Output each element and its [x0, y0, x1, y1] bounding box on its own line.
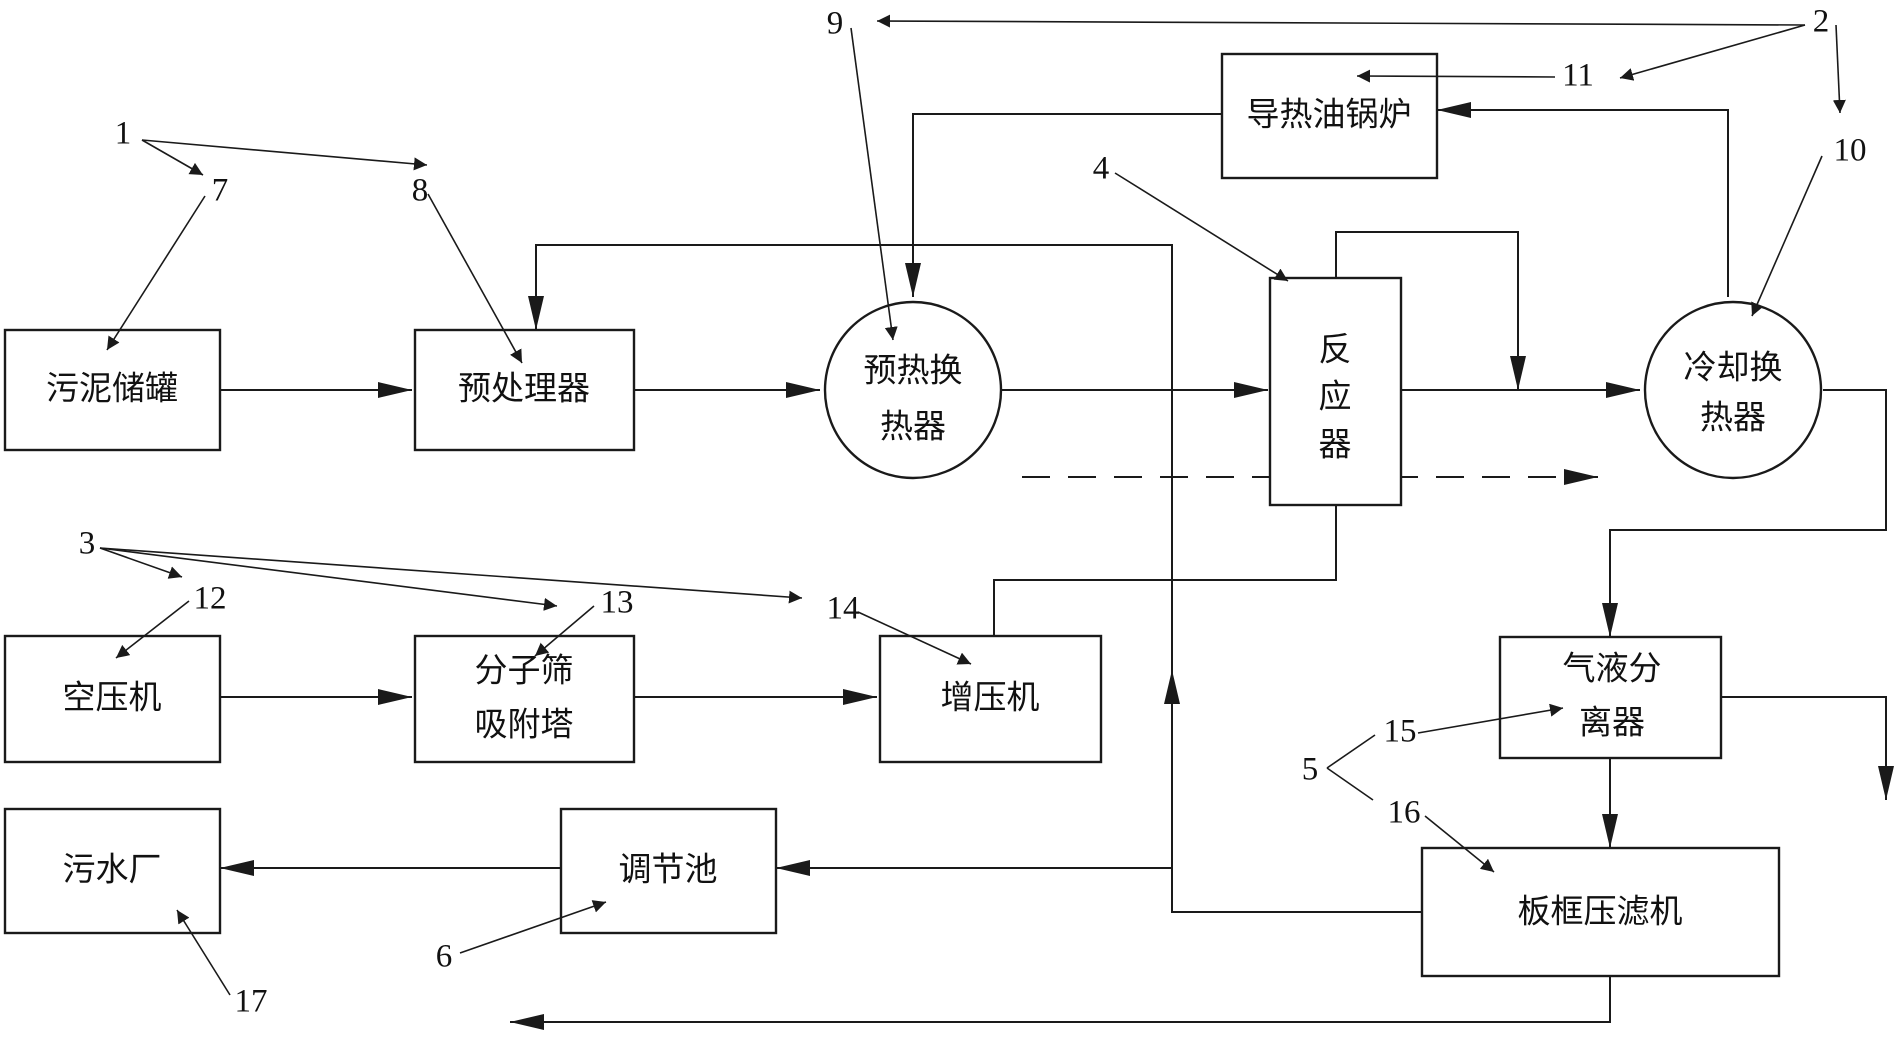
- ref-number-1: 1: [115, 116, 132, 152]
- plate-frame-filter-press: 板框压滤机: [1420, 846, 1781, 978]
- booster-compressor: 增压机: [878, 634, 1103, 764]
- wastewater-plant: 污水厂: [3, 807, 222, 935]
- pretreater: 预处理器: [413, 328, 636, 452]
- preheat-exchanger: 预热换 热器: [823, 300, 1003, 480]
- flow-cooler-to-boiler: [1437, 102, 1729, 297]
- ref-number-9: 9: [827, 6, 844, 42]
- ref-number-15: 15: [1384, 714, 1417, 750]
- cooling-exchanger: 冷却换 热器: [1643, 300, 1823, 480]
- flow-boiler-to-preheater: [905, 113, 1222, 297]
- ref-number-17: 17: [235, 984, 268, 1020]
- sludge-tank: 污泥储罐: [3, 328, 222, 452]
- molecular-sieve-tower: 分子筛 吸附塔: [413, 634, 636, 764]
- regulating-tank-label: 调节池: [619, 850, 718, 889]
- ref-number-11: 11: [1562, 58, 1594, 94]
- cooling-exchanger-label-1: 冷却换: [1684, 348, 1783, 387]
- ref-number-14: 14: [827, 591, 860, 627]
- preheat-exchanger-label-1: 预热换: [864, 351, 963, 390]
- heat-oil-boiler-label: 导热油锅炉: [1247, 95, 1412, 134]
- sludge-tank-label: 污泥储罐: [46, 369, 178, 408]
- flow-press-filtrate-up: [1164, 670, 1422, 913]
- ref-number-5: 5: [1302, 752, 1319, 788]
- filter-press-label: 板框压滤机: [1518, 892, 1683, 931]
- pretreater-label: 预处理器: [458, 369, 590, 408]
- separator-label-2: 离器: [1579, 703, 1645, 742]
- ref-number-8: 8: [412, 173, 429, 209]
- molecular-sieve-label-1: 分子筛: [475, 651, 574, 690]
- ref-number-2: 2: [1813, 4, 1830, 40]
- reference-numbers: 1 2 3 4 5 6 7 8 9 10 11 12 13 14 15 16 1…: [79, 4, 1867, 1020]
- ref-number-3: 3: [79, 526, 96, 562]
- flow-reactor-top-bypass: [1335, 231, 1526, 390]
- flow-press-cake-out: [510, 976, 1611, 1030]
- booster-label: 增压机: [941, 678, 1040, 717]
- ref-number-10: 10: [1834, 133, 1867, 169]
- reactor-label-3: 器: [1319, 425, 1352, 464]
- ref-number-6: 6: [436, 939, 453, 975]
- separator-label-1: 气液分: [1563, 649, 1662, 688]
- ref-number-13: 13: [601, 585, 634, 621]
- reference-leaders: [99, 14, 1846, 996]
- air-compressor: 空压机: [3, 634, 222, 764]
- flow-separator-gas-out: [1721, 696, 1894, 800]
- ref-number-12: 12: [194, 581, 227, 617]
- reactor-label-2: 应: [1319, 377, 1352, 416]
- reactor: 反 应 器: [1268, 276, 1403, 507]
- wastewater-plant-label: 污水厂: [63, 850, 162, 889]
- flow-cooler-to-separator: [1602, 389, 1887, 637]
- reactor-label-1: 反: [1319, 330, 1352, 369]
- regulating-tank: 调节池: [559, 807, 778, 935]
- air-compressor-label: 空压机: [63, 678, 162, 717]
- preheat-exchanger-label-2: 热器: [880, 407, 946, 446]
- ref-number-7: 7: [212, 173, 229, 209]
- cooling-exchanger-label-2: 热器: [1700, 398, 1766, 437]
- gas-liquid-separator: 气液分 离器: [1498, 635, 1723, 760]
- molecular-sieve-label-2: 吸附塔: [475, 705, 574, 744]
- flow-booster-to-reactor: [993, 505, 1337, 636]
- heat-oil-boiler: 导热油锅炉: [1220, 52, 1439, 180]
- ref-number-4: 4: [1093, 151, 1110, 187]
- flow-recycle-to-pretreater: [528, 244, 1173, 674]
- ref-number-16: 16: [1388, 795, 1421, 831]
